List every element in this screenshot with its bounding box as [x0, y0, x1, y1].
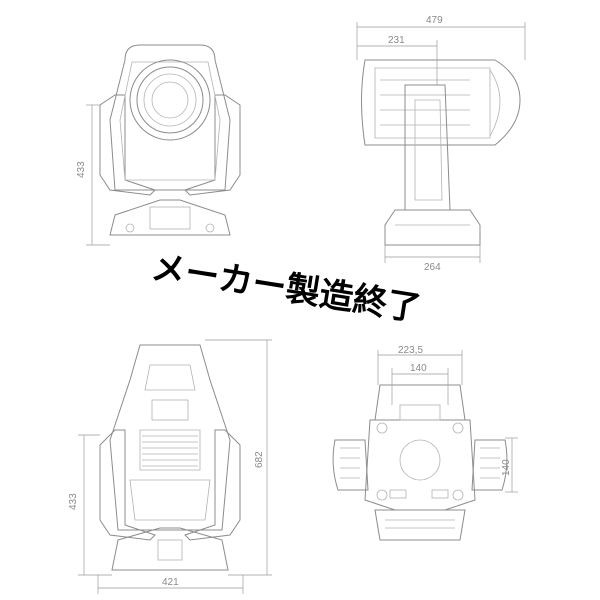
- bottom-view: 223,5 140 140: [332, 345, 518, 541]
- front-height-dim: 433: [76, 161, 87, 178]
- back-total-height-dim: 682: [254, 451, 265, 468]
- back-width-dim: 421: [162, 577, 179, 588]
- bottom-inner-width-dim: 140: [410, 363, 427, 374]
- back-view: 433 682 421: [68, 339, 272, 594]
- side-base-width-dim: 264: [424, 262, 441, 273]
- bottom-side-dim: 140: [501, 459, 512, 476]
- side-head-width-dim: 231: [388, 35, 405, 46]
- bottom-width-dim: 223,5: [398, 345, 423, 356]
- front-view: 433: [76, 44, 241, 246]
- discontinued-banner: メーカー製造終了: [149, 247, 424, 329]
- back-height-dim: 433: [68, 493, 79, 510]
- side-view: 479 231 264: [356, 15, 526, 273]
- side-total-width-dim: 479: [426, 15, 443, 26]
